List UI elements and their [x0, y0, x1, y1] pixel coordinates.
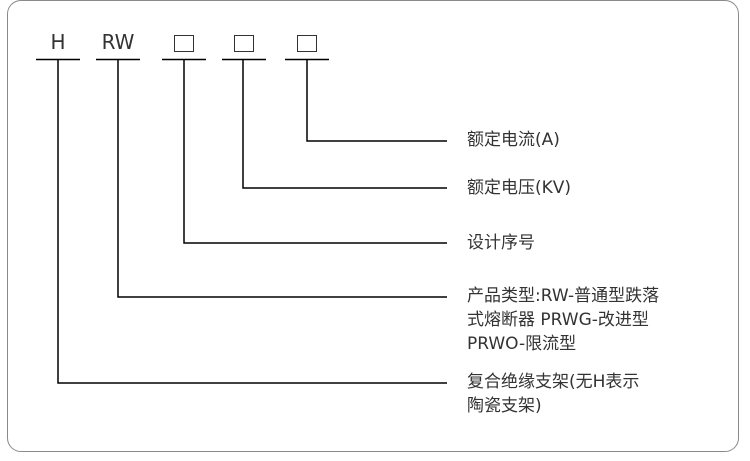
label-composite-support: 复合绝缘支架(无H表示 陶瓷支架): [467, 370, 639, 418]
label-line: 陶瓷支架): [467, 396, 542, 416]
leader-design-number: [183, 60, 447, 244]
label-line: 设计序号: [467, 233, 535, 253]
leader-rated-current: [306, 60, 447, 142]
label-line: PRWO-限流型: [467, 334, 577, 354]
code-rw: RW: [101, 30, 135, 54]
placeholder-box-rated-current: [297, 35, 317, 52]
label-line: 式熔断器 PRWG-改进型: [467, 310, 649, 330]
leader-product-type: [117, 60, 447, 298]
diagram-frame: [7, 0, 739, 452]
label-rated-current: 额定电流(A): [467, 128, 560, 152]
code-h: H: [50, 30, 66, 54]
label-line: 额定电流(A): [467, 130, 560, 150]
leader-rated-voltage: [242, 60, 447, 189]
label-rated-voltage: 额定电压(KV): [467, 176, 571, 200]
label-line: 复合绝缘支架(无H表示: [467, 372, 640, 392]
placeholder-box-rated-voltage: [234, 35, 254, 52]
label-line: 产品类型:RW-普通型跌落: [467, 286, 660, 306]
label-design-number: 设计序号: [467, 231, 535, 255]
label-line: 额定电压(KV): [467, 178, 572, 198]
placeholder-box-design-number: [174, 35, 194, 52]
label-product-type: 产品类型:RW-普通型跌落 式熔断器 PRWG-改进型 PRWO-限流型: [467, 284, 659, 356]
leader-composite-support: [57, 60, 447, 384]
